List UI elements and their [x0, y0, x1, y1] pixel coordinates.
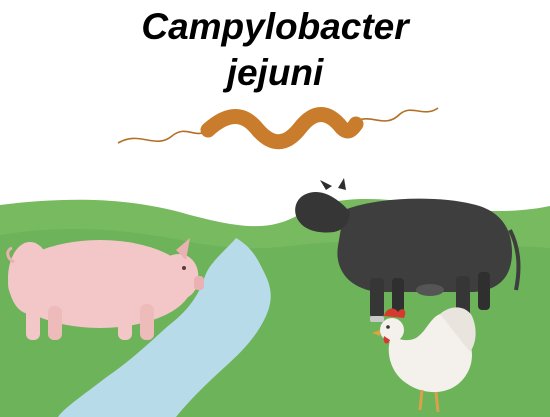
bacterium-flagellum-left	[118, 130, 208, 143]
bacterium-body	[208, 115, 356, 142]
organism-name-line-2: jejuni	[0, 52, 550, 94]
organism-name-line-1: Campylobacter	[0, 6, 550, 48]
bacterium-flagellum-right	[354, 108, 438, 122]
